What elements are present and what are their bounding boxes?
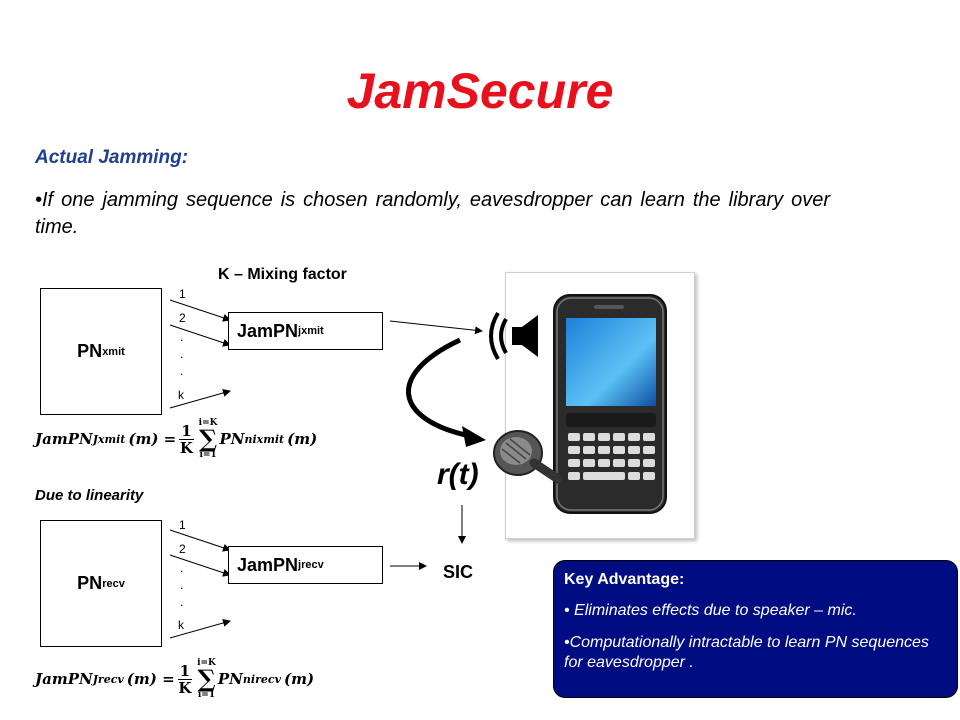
formula-recv-rhs-arg: (m) — [283, 670, 315, 688]
pn-xmit-label: PN — [77, 341, 103, 361]
fraction-denominator: K — [179, 438, 193, 457]
formula-recv-summation: i=K ∑ i=1 — [197, 658, 216, 700]
fraction-numerator: 1 — [179, 421, 194, 440]
rx-tick-dot: . — [180, 578, 184, 592]
tx-tick-dot: . — [180, 364, 184, 378]
jampn-recv-sub: j — [298, 559, 302, 571]
tx-tick-k: k — [178, 388, 184, 402]
key-advantage-point-1: • Eliminates effects due to speaker – mi… — [564, 602, 857, 619]
subheading: Actual Jamming: — [35, 147, 189, 168]
sum-lower-limit: i=1 — [197, 690, 216, 700]
fraction-denominator: K — [178, 678, 192, 697]
to-speaker-arrow — [389, 320, 483, 335]
formula-recv-fraction: 1 K — [177, 661, 193, 697]
formula-recv-lhs-sub: J — [92, 672, 98, 686]
rx-tick-2: 2 — [179, 542, 186, 556]
fraction-numerator: 1 — [177, 661, 193, 680]
key-advantage-title: Key Advantage: — [564, 571, 685, 588]
formula-recv-rhs-sub: ni — [242, 672, 256, 686]
tx-line-1 — [169, 299, 231, 322]
formula-xmit-rhs: PN — [219, 430, 245, 448]
tx-line-k — [169, 389, 231, 409]
microphone-icon — [493, 430, 563, 484]
formula-xmit-lhs-sub: J — [92, 432, 98, 446]
acoustic-path-arrowhead — [462, 426, 486, 447]
speaker-icon — [489, 311, 538, 361]
formula-xmit-rhs-arg: (m) — [287, 430, 318, 448]
acoustic-path-curve — [406, 337, 471, 439]
jampn-xmit-label: JamPN — [237, 320, 299, 341]
sigma-symbol: ∑ — [199, 424, 218, 453]
signal-label: r(t) — [437, 458, 479, 491]
key-advantage-point-2: •Computationally intractable to learn PN… — [564, 634, 929, 671]
tx-tick-dot: . — [180, 347, 184, 361]
tx-tick-2: 2 — [179, 311, 186, 325]
formula-xmit-rhs-sub: ni — [244, 432, 257, 446]
formula-xmit-fraction: 1 K — [179, 421, 194, 457]
tx-line-2 — [169, 324, 231, 347]
rx-tick-dot: . — [180, 561, 184, 575]
bullet-text: •If one jamming sequence is chosen rando… — [35, 189, 830, 238]
sigma-symbol: ∑ — [197, 664, 216, 693]
formula-recv-rhs-sup: recv — [255, 672, 281, 686]
sum-lower-limit: i=1 — [199, 450, 217, 460]
smartphone-icon — [553, 294, 667, 514]
pn-xmit-sup: xmit — [102, 345, 125, 358]
jampn-recv-sup: recv — [301, 559, 324, 571]
key-advantage-box: Key Advantage: • Eliminates effects due … — [553, 560, 958, 698]
tx-tick-dot: . — [180, 330, 184, 344]
formula-recv-lhs-sup: recv — [97, 672, 124, 686]
formula-xmit-arg: (m) = — [128, 430, 177, 448]
rx-tick-k: k — [178, 618, 184, 632]
formula-recv-arg: (m) = — [126, 670, 175, 688]
rx-line-2 — [169, 554, 231, 577]
jampn-xmit-sup: xmit — [301, 325, 324, 337]
mixing-factor-label: K – Mixing factor — [218, 266, 347, 283]
rx-tick-1: 1 — [179, 518, 186, 532]
rx-line-k — [169, 619, 231, 639]
formula-xmit-summation: i=K ∑ i=1 — [199, 418, 218, 460]
formula-xmit-rhs-sup: xmit — [256, 432, 285, 446]
formula-recv-lhs: JamPN — [35, 670, 93, 688]
jampn-recv-label: JamPN — [237, 554, 299, 575]
linearity-label: Due to linearity — [35, 487, 144, 504]
sum-upper-limit: i=K — [197, 658, 216, 668]
formula-xmit-lhs: JamPN — [35, 430, 93, 448]
formula-xmit-lhs-sup: xmit — [97, 432, 126, 446]
tx-tick-1: 1 — [179, 287, 186, 301]
sum-upper-limit: i=K — [198, 418, 218, 428]
pn-recv-sup: recv — [102, 577, 125, 590]
sic-label: SIC — [443, 562, 474, 582]
rx-line-1 — [169, 529, 231, 552]
formula-recv-rhs: PN — [217, 670, 243, 688]
jampn-xmit-sub: j — [298, 325, 302, 337]
rx-tick-dot: . — [180, 595, 184, 609]
slide-title: JamSecure — [346, 63, 614, 119]
pn-recv-label: PN — [77, 573, 103, 593]
